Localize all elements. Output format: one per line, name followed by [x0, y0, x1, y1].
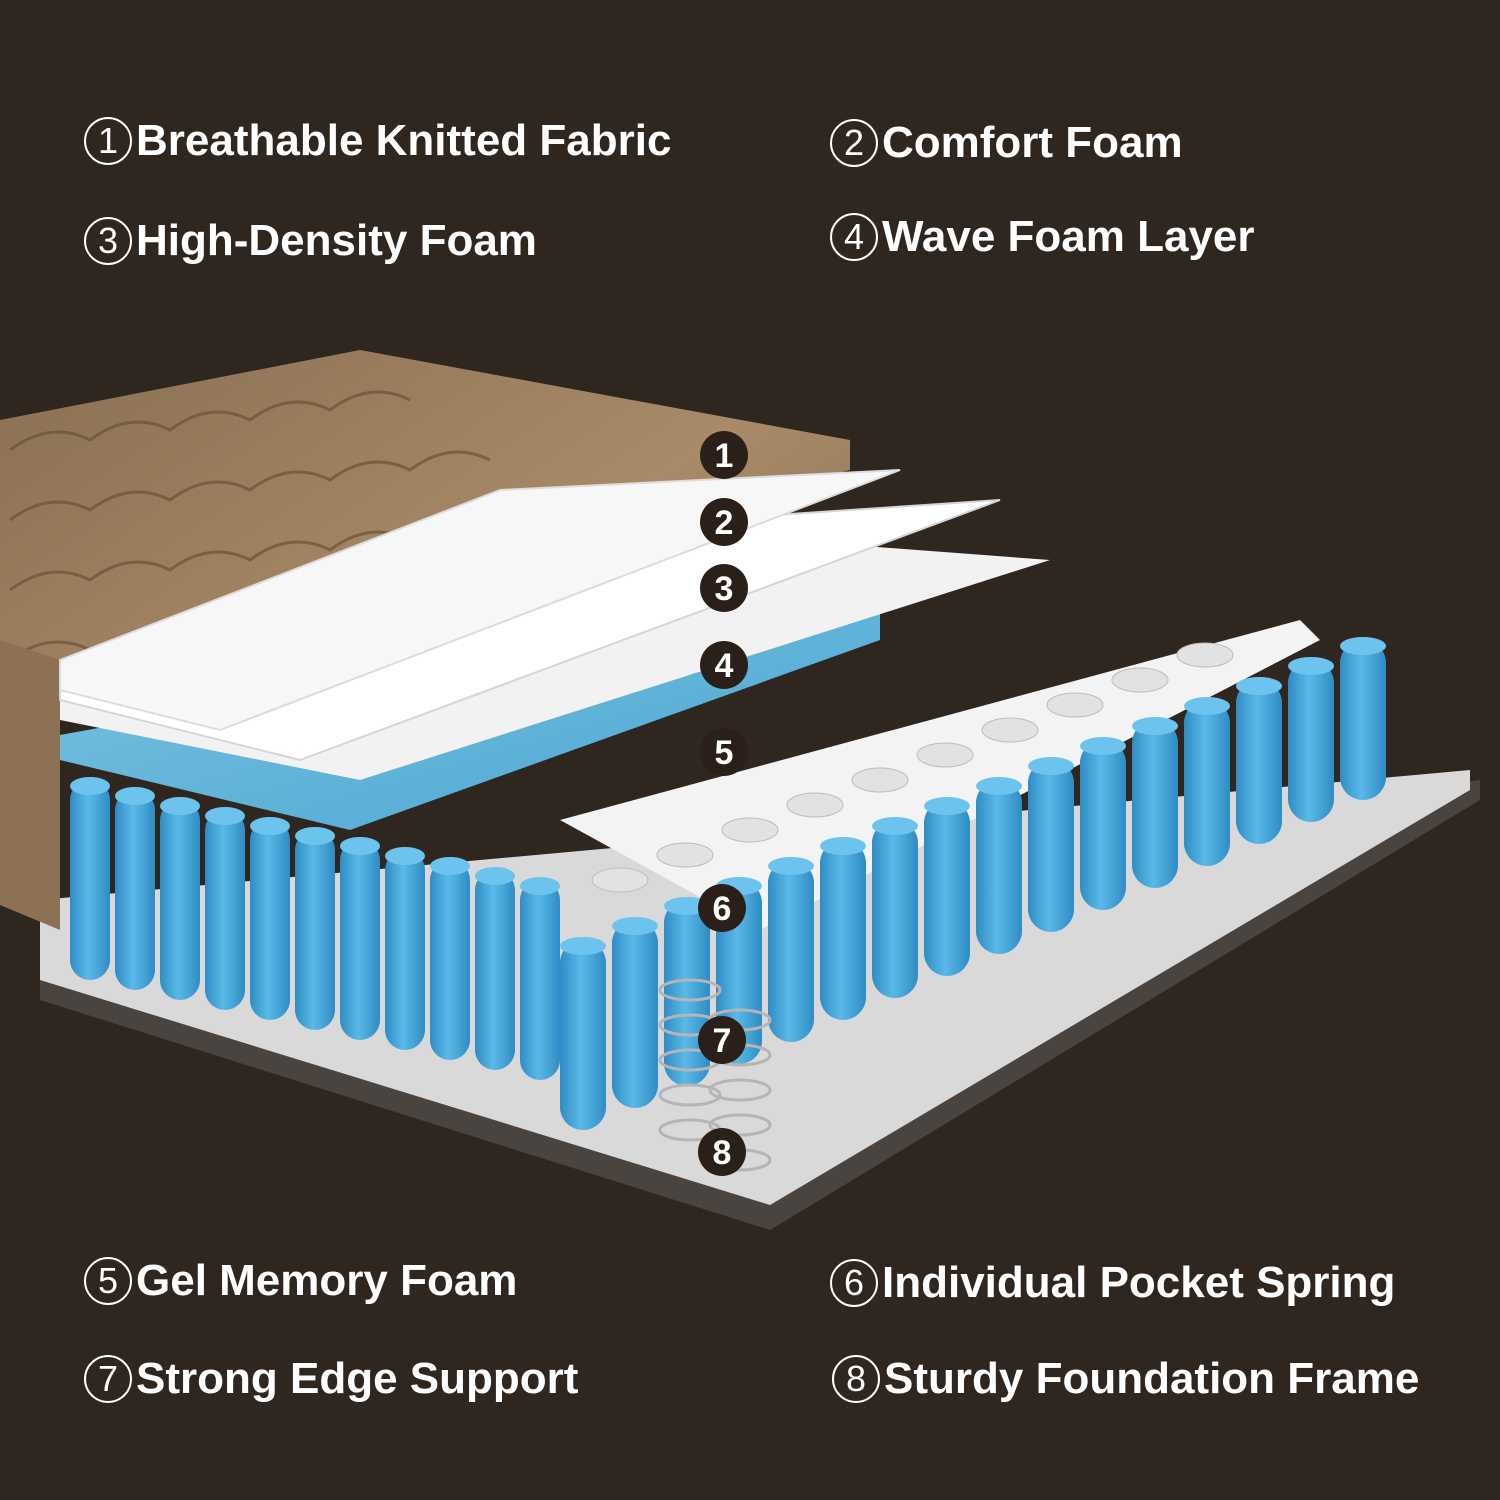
- legend-label-8: Sturdy Foundation Frame: [884, 1354, 1420, 1403]
- marker-circle-1: [700, 431, 748, 479]
- legend-label-1: Breathable Knitted Fabric: [136, 116, 672, 165]
- pocket-spring: [205, 807, 245, 1010]
- core-spring-top: [916, 742, 974, 768]
- pocket-spring: [385, 847, 425, 1050]
- legend-item-8: 8 Sturdy Foundation Frame: [832, 1354, 1419, 1404]
- pocket-spring: [1340, 637, 1386, 800]
- pocket-spring: [768, 857, 814, 1042]
- legend-number-6: 6: [830, 1259, 878, 1307]
- legend-label-7: Strong Edge Support: [136, 1354, 579, 1403]
- pocket-spring: [160, 797, 200, 1000]
- marker-label-3: 3: [715, 570, 734, 608]
- memory-foam-panel: [560, 620, 1320, 930]
- pocket-spring: [520, 877, 560, 1080]
- legend-number-3: 3: [84, 217, 132, 265]
- legend-item-6: 6 Individual Pocket Spring: [830, 1258, 1395, 1308]
- legend-item-4: 4 Wave Foam Layer: [830, 212, 1255, 262]
- pocket-spring: [340, 837, 380, 1040]
- pocket-spring: [1132, 717, 1178, 888]
- pocket-spring: [1080, 737, 1126, 910]
- marker-label-7: 7: [713, 1022, 732, 1060]
- legend-label-4: Wave Foam Layer: [882, 212, 1255, 261]
- core-spring-top: [1176, 642, 1234, 668]
- legend-number-2: 2: [830, 119, 878, 167]
- marker-circle-5: [700, 728, 748, 776]
- core-spring-top: [981, 717, 1039, 743]
- layer-markers: 1 2 3 4 5 6 7 8: [698, 431, 748, 1176]
- spring-grid-right: [560, 637, 1386, 1130]
- legend-number-7: 7: [84, 1355, 132, 1403]
- marker-circle-2: [700, 498, 748, 546]
- core-spring-top: [1111, 667, 1169, 693]
- legend-label-2: Comfort Foam: [882, 118, 1183, 167]
- pocket-spring: [430, 857, 470, 1060]
- spring-front-left: [70, 777, 560, 1080]
- marker-label-4: 4: [715, 647, 734, 685]
- pocket-spring: [612, 917, 658, 1108]
- legend-label-6: Individual Pocket Spring: [882, 1258, 1396, 1307]
- pocket-spring: [1184, 697, 1230, 866]
- pocket-spring: [924, 797, 970, 976]
- core-spring-top: [591, 867, 649, 893]
- marker-circle-8: [698, 1128, 746, 1176]
- legend-item-3: 3 High-Density Foam: [84, 216, 537, 266]
- legend-number-5: 5: [84, 1257, 132, 1305]
- legend-item-5: 5 Gel Memory Foam: [84, 1256, 517, 1306]
- core-spring-top: [1046, 692, 1104, 718]
- pocket-spring: [872, 817, 918, 998]
- marker-label-1: 1: [715, 437, 734, 475]
- pocket-spring: [115, 787, 155, 990]
- marker-label-2: 2: [715, 504, 734, 542]
- marker-label-5: 5: [715, 734, 734, 772]
- core-spring-top: [721, 817, 779, 843]
- pocket-spring: [70, 777, 110, 980]
- pocket-spring: [1288, 657, 1334, 822]
- legend-number-1: 1: [84, 117, 132, 165]
- legend-item-7: 7 Strong Edge Support: [84, 1354, 578, 1404]
- fabric-side-panel: [0, 640, 60, 930]
- core-spring-top: [851, 767, 909, 793]
- legend-label-5: Gel Memory Foam: [136, 1256, 518, 1305]
- pocket-spring: [475, 867, 515, 1070]
- pocket-spring: [820, 837, 866, 1020]
- pocket-spring: [664, 897, 710, 1086]
- pocket-spring: [976, 777, 1022, 954]
- legend-number-4: 4: [830, 213, 878, 261]
- marker-circle-7: [698, 1016, 746, 1064]
- pocket-spring: [295, 827, 335, 1030]
- legend-item-1: 1 Breathable Knitted Fabric: [84, 116, 671, 166]
- marker-circle-3: [700, 564, 748, 612]
- legend-label-3: High-Density Foam: [136, 216, 537, 265]
- legend-item-2: 2 Comfort Foam: [830, 118, 1183, 168]
- pocket-spring: [560, 937, 606, 1130]
- pocket-spring: [1236, 677, 1282, 844]
- legend-number-8: 8: [832, 1355, 880, 1403]
- core-spring-top: [656, 842, 714, 868]
- marker-circle-6: [698, 884, 746, 932]
- pocket-spring: [1028, 757, 1074, 932]
- marker-label-8: 8: [713, 1134, 732, 1172]
- pocket-spring: [250, 817, 290, 1020]
- marker-circle-4: [700, 641, 748, 689]
- marker-label-6: 6: [713, 890, 732, 928]
- core-spring-top: [786, 792, 844, 818]
- top-fabric-foam: [59, 469, 901, 732]
